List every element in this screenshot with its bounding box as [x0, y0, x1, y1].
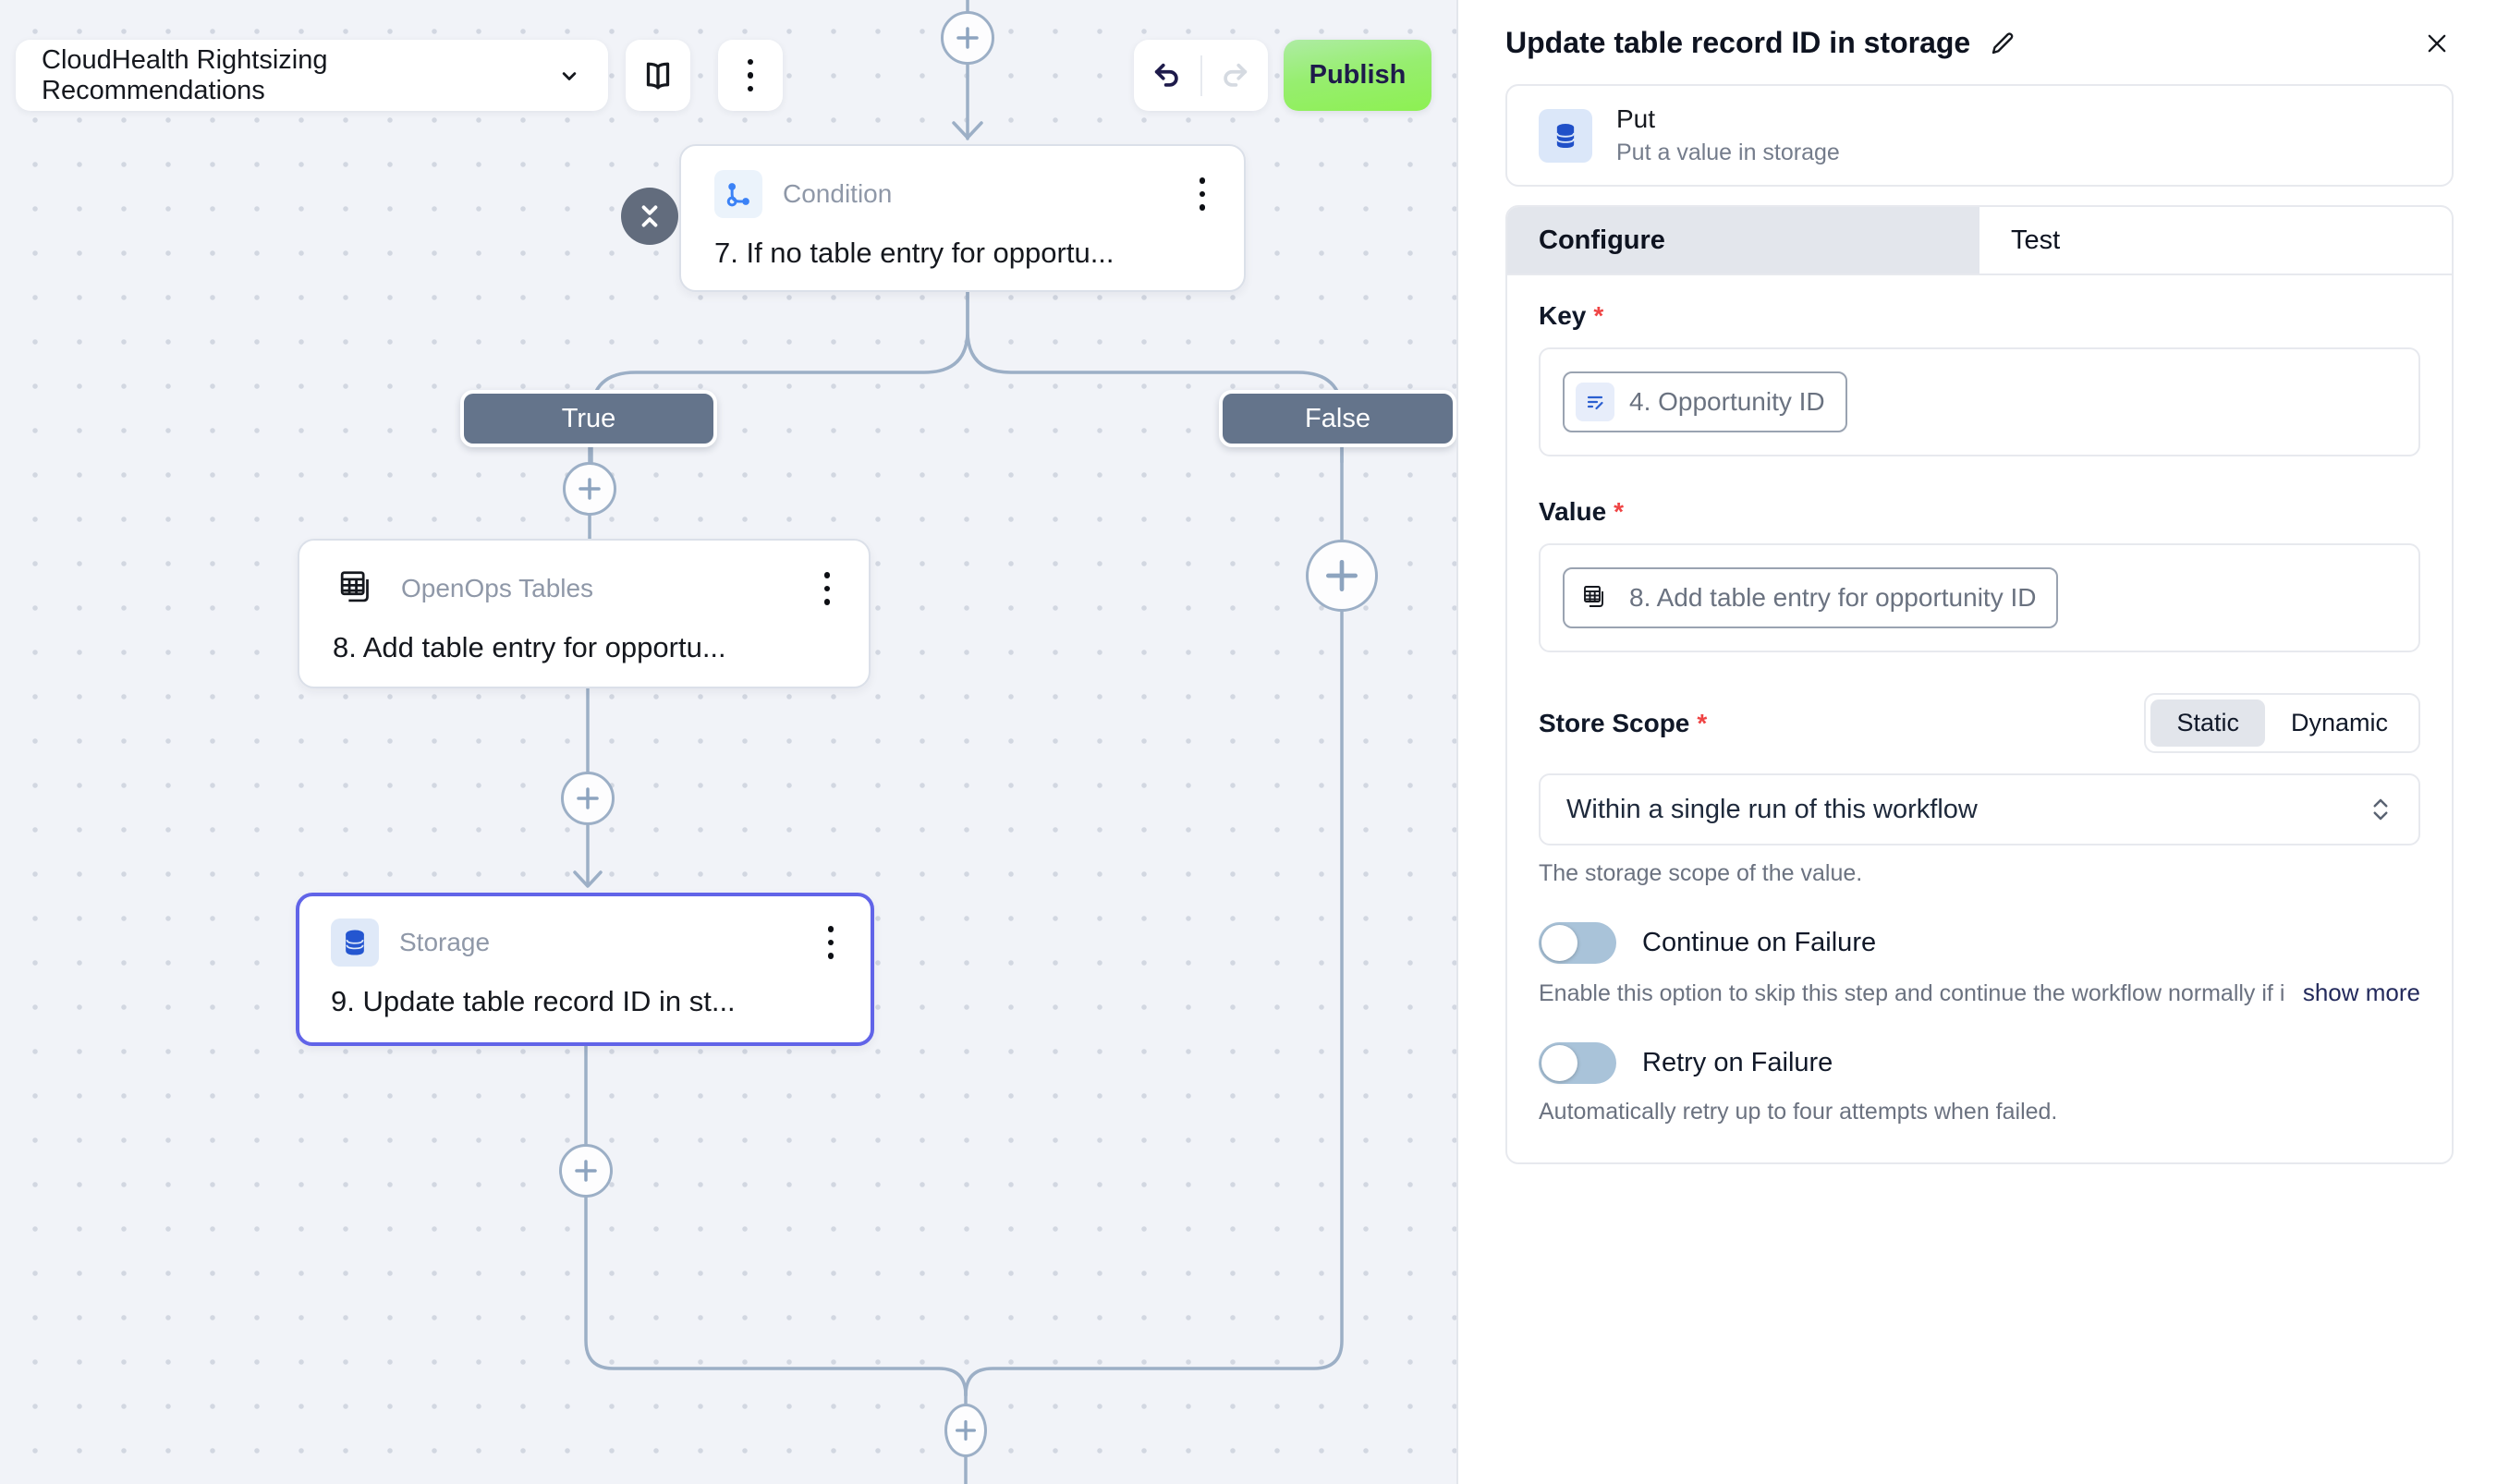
continue-on-failure-help: Enable this option to skip this step and… — [1539, 980, 2284, 1006]
toggle-knob — [1541, 1045, 1577, 1081]
plus-icon — [579, 478, 601, 500]
store-scope-help: The storage scope of the value. — [1539, 860, 1863, 886]
pencil-icon — [1992, 31, 2014, 54]
node-tables-step-8[interactable]: OpenOps Tables 8. Add table entry for op… — [298, 539, 871, 688]
node-title: 9. Update table record ID in st... — [331, 985, 736, 1017]
undo-icon — [1154, 63, 1178, 87]
documentation-button[interactable] — [626, 40, 690, 111]
add-step-button-after-9[interactable] — [559, 1144, 613, 1198]
node-type-label: Condition — [783, 179, 893, 208]
kebab-menu-icon — [742, 54, 760, 98]
publish-button[interactable]: Publish — [1284, 40, 1431, 111]
configure-card: Configure Test Key* 4. Opportunity — [1505, 205, 2454, 1164]
divider — [1200, 55, 1202, 96]
close-panel-button[interactable] — [2420, 27, 2454, 60]
condition-branch-icon — [714, 170, 762, 218]
node-type-label: OpenOps Tables — [401, 574, 594, 602]
plus-icon — [577, 787, 599, 809]
action-summary-card: Put Put a value in storage — [1505, 84, 2454, 187]
value-token-chip[interactable]: 8. Add table entry for opportunity ID — [1563, 567, 2059, 628]
node-title: 7. If no table entry for opportu... — [714, 237, 1115, 269]
select-chevrons-icon — [2373, 798, 2388, 821]
key-token-chip[interactable]: 4. Opportunity ID — [1563, 371, 1847, 432]
step-8-tables-icon — [1576, 578, 1614, 617]
continue-on-failure-label: Continue on Failure — [1642, 928, 1877, 957]
retry-on-failure-toggle[interactable] — [1539, 1042, 1616, 1084]
add-step-button-top[interactable] — [941, 11, 994, 65]
node-menu-button[interactable] — [1194, 172, 1212, 216]
tab-test[interactable]: Test — [2011, 225, 2061, 255]
collapse-icon — [641, 205, 658, 227]
show-more-link[interactable]: show more — [2302, 979, 2420, 1006]
node-type-label: Storage — [399, 928, 491, 956]
step-4-icon — [1576, 383, 1614, 421]
value-token-text: 8. Add table entry for opportunity ID — [1629, 583, 2037, 612]
action-name: Put — [1616, 104, 1656, 133]
continue-on-failure-toggle[interactable] — [1539, 922, 1616, 964]
value-input[interactable]: 8. Add table entry for opportunity ID — [1539, 543, 2420, 652]
redo-button[interactable] — [1202, 40, 1269, 111]
add-step-button-true-branch[interactable] — [563, 462, 616, 516]
close-icon — [2428, 34, 2446, 52]
database-icon — [331, 918, 379, 967]
node-title: 8. Add table entry for opportu... — [333, 631, 726, 663]
rename-step-button[interactable] — [1989, 30, 2016, 57]
value-field-label: Value* — [1539, 497, 1625, 526]
tab-configure[interactable]: Configure — [1507, 207, 1979, 274]
branch-label-true[interactable]: True — [460, 390, 717, 447]
workflow-name-dropdown[interactable]: CloudHealth Rightsizing Recommendations — [16, 40, 608, 111]
add-step-button-false-branch[interactable] — [1306, 540, 1378, 612]
node-storage-step-9[interactable]: Storage 9. Update table record ID in st.… — [296, 893, 874, 1046]
key-input[interactable]: 4. Opportunity ID — [1539, 347, 2420, 456]
plus-icon — [956, 1420, 976, 1441]
redo-icon — [1224, 63, 1248, 87]
workflow-canvas[interactable]: Condition 7. If no table entry for oppor… — [0, 0, 1458, 1484]
chevron-down-icon — [562, 71, 577, 80]
store-scope-selected-value: Within a single run of this workflow — [1566, 794, 1978, 824]
plus-icon — [956, 27, 979, 49]
undo-button[interactable] — [1134, 40, 1200, 111]
required-marker: * — [1697, 708, 1708, 737]
book-icon — [646, 62, 670, 89]
node-menu-button[interactable] — [819, 566, 836, 611]
plus-icon — [575, 1160, 597, 1182]
undo-redo-group — [1134, 40, 1268, 111]
retry-on-failure-label: Retry on Failure — [1642, 1048, 1833, 1077]
static-option[interactable]: Static — [2150, 699, 2265, 747]
key-token-text: 4. Opportunity ID — [1629, 387, 1825, 416]
database-icon — [1539, 108, 1592, 163]
static-dynamic-toggle: Static Dynamic — [2144, 693, 2420, 753]
store-scope-label: Store Scope* — [1539, 708, 1708, 737]
retry-on-failure-help: Automatically retry up to four attempts … — [1539, 1099, 2058, 1125]
node-menu-button[interactable] — [822, 920, 840, 965]
add-step-button-bottom[interactable] — [944, 1404, 987, 1457]
dynamic-option[interactable]: Dynamic — [2290, 709, 2388, 736]
workflow-name: CloudHealth Rightsizing Recommendations — [42, 44, 328, 105]
add-step-button-between-8-9[interactable] — [561, 772, 615, 825]
collapse-branches-button[interactable] — [621, 188, 678, 245]
panel-title: Update table record ID in storage — [1505, 26, 1971, 59]
plus-icon — [1326, 560, 1358, 591]
store-scope-select[interactable]: Within a single run of this workflow — [1539, 773, 2420, 845]
more-options-button[interactable] — [718, 40, 783, 111]
toggle-knob — [1541, 925, 1577, 961]
node-condition-step-7[interactable]: Condition 7. If no table entry for oppor… — [679, 144, 1246, 292]
required-marker: * — [1614, 497, 1625, 526]
step-settings-panel: Update table record ID in storage — [1460, 0, 2497, 1484]
key-field-label: Key* — [1539, 301, 1604, 330]
branch-label-false[interactable]: False — [1219, 390, 1456, 447]
tables-icon — [333, 565, 381, 613]
required-marker: * — [1593, 301, 1604, 330]
action-description: Put a value in storage — [1616, 140, 1840, 165]
